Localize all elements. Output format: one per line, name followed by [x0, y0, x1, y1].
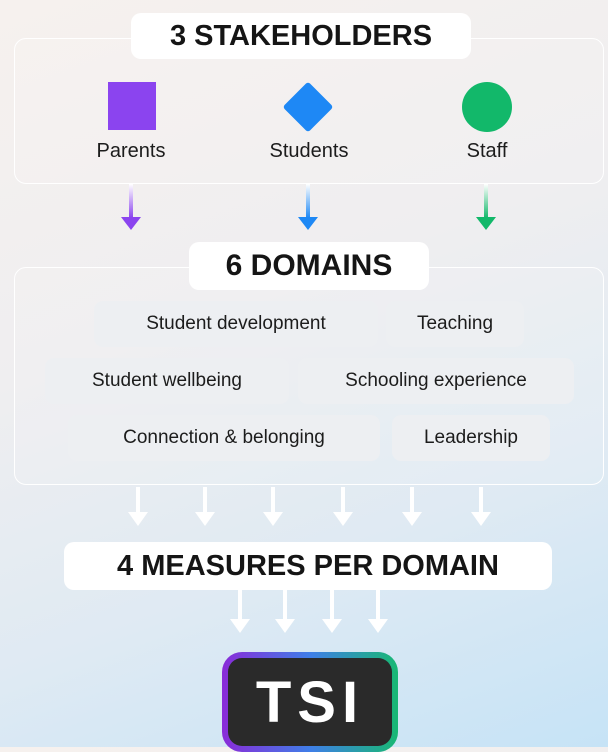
domains-title: 6 DOMAINS: [189, 242, 429, 290]
parents-arrow-icon: [121, 184, 141, 230]
domain-pill-leadership: Leadership: [392, 415, 550, 461]
staff-circle-icon: [462, 82, 512, 132]
domain-pill-student-development: Student development: [94, 301, 378, 347]
domain-pill-teaching: Teaching: [386, 301, 524, 347]
down-arrow-icon: [263, 487, 283, 526]
domain-pill-connection-belonging: Connection & belonging: [68, 415, 380, 461]
stakeholder-label-parents: Parents: [96, 140, 166, 162]
down-arrow-icon: [128, 487, 148, 526]
students-arrow-icon: [298, 184, 318, 230]
down-arrow-icon: [471, 487, 491, 526]
stakeholders-title: 3 STAKEHOLDERS: [131, 13, 471, 59]
down-arrow-icon: [333, 487, 353, 526]
down-arrow-icon: [368, 590, 388, 633]
staff-arrow-icon: [476, 184, 496, 230]
down-arrow-icon: [195, 487, 215, 526]
down-arrow-icon: [275, 590, 295, 633]
tsi-label: TSI: [228, 658, 392, 746]
parents-square-icon: [108, 82, 156, 130]
domain-arrows: [128, 487, 491, 526]
down-arrow-icon: [322, 590, 342, 633]
domain-pill-student-wellbeing: Student wellbeing: [45, 358, 289, 404]
stakeholder-label-staff: Staff: [466, 140, 508, 162]
domain-pill-schooling-experience: Schooling experience: [298, 358, 574, 404]
stakeholder-label-students: Students: [269, 140, 349, 162]
measures-title: 4 MEASURES PER DOMAIN: [64, 542, 552, 590]
tsi-badge: TSI: [222, 652, 398, 752]
down-arrow-icon: [230, 590, 250, 633]
measure-arrows: [230, 590, 388, 633]
down-arrow-icon: [402, 487, 422, 526]
